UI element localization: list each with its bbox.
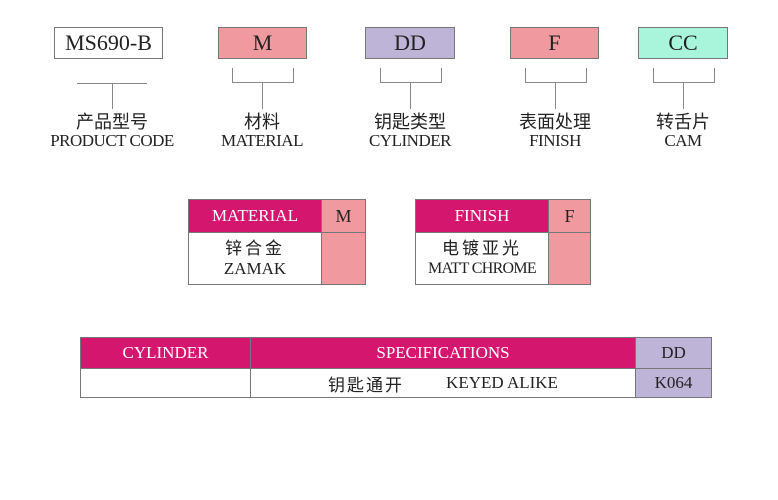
cylinder-code-value: K064 <box>635 368 712 398</box>
finish-code-box: F <box>510 27 599 59</box>
cylinder-header: CYLINDER <box>80 337 251 369</box>
connector-line <box>112 83 113 109</box>
material-value: 锌合金 ZAMAK <box>188 232 322 285</box>
material-code-box: M <box>218 27 307 59</box>
connector-line <box>555 83 556 109</box>
label-en: MATERIAL <box>221 131 303 150</box>
spec-en: KEYED ALIKE <box>446 373 558 392</box>
label-zh: 产品型号 <box>75 112 148 133</box>
material-code-header: M <box>321 199 366 233</box>
bracket <box>653 68 715 83</box>
label-zh: 转舌片 <box>656 112 710 133</box>
cam-code-box: CC <box>638 27 728 59</box>
specifications-value: 钥匙通开 KEYED ALIKE <box>250 368 636 398</box>
label-en: CYLINDER <box>369 131 451 150</box>
material-code-cell <box>321 232 366 285</box>
bracket <box>380 68 442 83</box>
label-zh: 钥匙类型 <box>373 112 446 133</box>
material-header: MATERIAL <box>188 199 322 233</box>
connector-line <box>262 83 263 109</box>
label-en: PRODUCT CODE <box>50 131 174 150</box>
finish-code-cell <box>548 232 591 285</box>
cylinder-code-header: DD <box>635 337 712 369</box>
bracket <box>232 68 294 83</box>
connector-line <box>683 83 684 109</box>
finish-header: FINISH <box>415 199 549 233</box>
bracket <box>525 68 587 83</box>
label-en: CAM <box>664 131 702 150</box>
product-code-box: MS690-B <box>54 27 163 59</box>
material-en: ZAMAK <box>223 258 287 278</box>
label-zh: 表面处理 <box>519 112 591 133</box>
cylinder-code-box: DD <box>365 27 455 59</box>
finish-code-header: F <box>548 199 591 233</box>
spec-zh: 钥匙通开 <box>328 375 405 396</box>
specifications-header: SPECIFICATIONS <box>250 337 636 369</box>
finish-zh: 电镀亚光 <box>442 238 522 259</box>
finish-value: 电镀亚光 MATT CHROME <box>415 232 549 285</box>
material-zh: 锌合金 <box>225 238 285 259</box>
connector-line <box>410 83 411 109</box>
label-en: FINISH <box>529 131 581 150</box>
cylinder-empty-cell <box>80 368 251 398</box>
finish-en: MATT CHROME <box>427 259 537 277</box>
label-zh: 材料 <box>243 112 280 133</box>
